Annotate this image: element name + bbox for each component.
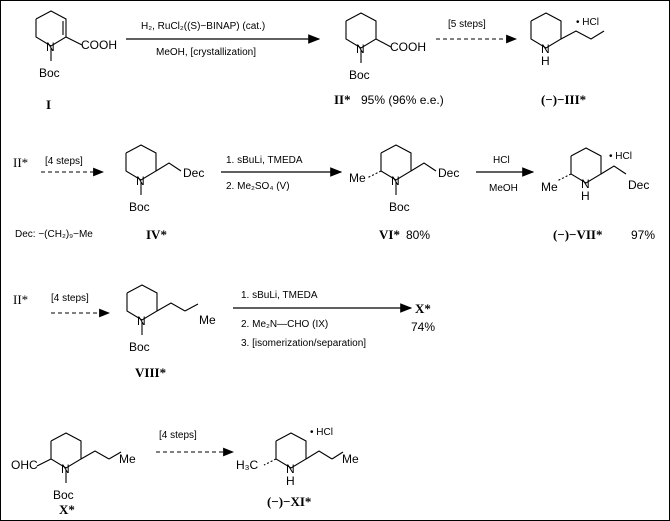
boc-text: Boc [129, 200, 150, 214]
wedge-chain-X [80, 450, 110, 460]
hcl-text: • HCl [310, 427, 333, 438]
compound-label: VIII* [135, 365, 166, 380]
compound-X: OHC Me N Boc X* [11, 432, 136, 517]
h-atom: H [286, 474, 295, 488]
hcl-text: • HCl [609, 151, 632, 162]
steps-label: [5 steps] [448, 19, 486, 30]
wedge-chain-VII [600, 165, 627, 175]
yield-text: 95% (96% e.e.) [361, 93, 444, 107]
n-atom: N [46, 40, 55, 54]
boc-text: Boc [389, 200, 410, 214]
wedge-bond-II [375, 38, 392, 48]
h-atom: H [541, 54, 550, 68]
wedge-chain-VIII [156, 302, 186, 312]
compound-label: (−)−III* [541, 92, 586, 107]
yield-text: 74% [411, 320, 435, 334]
condition-1: 1. sBuLi, TMEDA [241, 290, 318, 301]
wedge-chain-IV [155, 162, 182, 172]
condition-top: H₂, RuCl₂((S)−BINAP) (cat.) [141, 21, 265, 32]
me-text: Me [119, 452, 136, 466]
carboxyl-bond-I [65, 36, 83, 46]
wedge-chain-VI [410, 162, 437, 172]
start-compound: II* [13, 155, 28, 170]
compound-I: COOH N Boc I [35, 10, 117, 112]
compound-label: (−)−XI* [267, 494, 311, 509]
compound-VI: Me Dec N Boc VI* 80% [349, 144, 459, 242]
compound-label: I [46, 97, 51, 112]
dec-text: Dec [628, 178, 649, 192]
compound-XI: H₃C Me • HCl N H (−)−XI* [236, 427, 359, 509]
n-atom: N [391, 174, 400, 188]
condition-3: 3. [isomerization/separation] [241, 338, 366, 349]
propyl-end-VIII [184, 303, 199, 312]
steps-label: [4 steps] [159, 430, 197, 441]
hashed-bond-VI [366, 170, 382, 179]
steps-label: [4 steps] [51, 293, 89, 304]
hashed-bond-VII [556, 173, 572, 182]
compound-label: (−)−VII* [553, 227, 602, 242]
boc-text: Boc [39, 66, 60, 80]
condition-2: 2. Me₂SO₄ (V) [226, 181, 290, 192]
wedge-bond-X [36, 458, 52, 467]
compound-label: II* [334, 92, 351, 107]
cooh-text: COOH [81, 38, 117, 52]
condition-1: 1. sBuLi, TMEDA [226, 155, 303, 166]
boc-text: Boc [129, 340, 150, 354]
me-text: Me [541, 180, 558, 194]
me-text: Me [349, 171, 366, 185]
me-text: Me [199, 313, 216, 327]
n-atom: N [136, 174, 145, 188]
propyl-chain-III [560, 30, 605, 40]
compound-label: VI* [379, 227, 400, 242]
n-atom: N [137, 314, 146, 328]
compound-IV: Dec N Boc IV* [125, 144, 204, 242]
boc-text: Boc [53, 488, 74, 502]
propyl-end-XI [331, 451, 344, 460]
compound-II: COOH N Boc II* 95% (96% e.e.) [334, 12, 444, 107]
dec-text: Dec [438, 166, 459, 180]
compound-label: X* [59, 502, 75, 517]
n-atom: N [356, 42, 365, 56]
wedge-chain-XI [305, 450, 333, 460]
dec-text: Dec [183, 166, 204, 180]
dec-definition: Dec: −(CH₂)₉−Me [15, 229, 93, 240]
start-compound: II* [13, 292, 28, 307]
compound-label: IV* [146, 227, 167, 242]
n-atom: N [61, 462, 70, 476]
compound-VII: Me Dec • HCl N H (−)−VII* 97% [541, 147, 655, 242]
cooh-text: COOH [390, 40, 426, 54]
me-text: Me [342, 452, 359, 466]
propyl-end-X [108, 451, 122, 460]
boc-text: Boc [349, 68, 370, 82]
hashed-bond-XI [263, 458, 277, 466]
compound-III: • HCl N H (−)−III* [530, 12, 605, 107]
condition-bottom: MeOH, [crystallization] [156, 47, 256, 58]
product-label: X* [415, 301, 431, 316]
compound-VIII: Me N Boc VIII* [126, 284, 216, 380]
condition-2: 2. Me₂N—CHO (IX) [241, 319, 328, 330]
n-atom: N [541, 42, 550, 56]
h3c-text: H₃C [236, 458, 259, 472]
yield-text: 97% [631, 228, 655, 242]
steps-label: [4 steps] [45, 156, 83, 167]
yield-text: 80% [406, 228, 430, 242]
hcl-text: • HCl [576, 17, 599, 28]
h-atom: H [581, 189, 590, 203]
condition-top: HCl [493, 155, 510, 166]
condition-bottom: MeOH [489, 183, 518, 194]
ohc-text: OHC [11, 458, 38, 472]
n-atom: N [286, 462, 295, 476]
n-atom: N [581, 177, 590, 191]
